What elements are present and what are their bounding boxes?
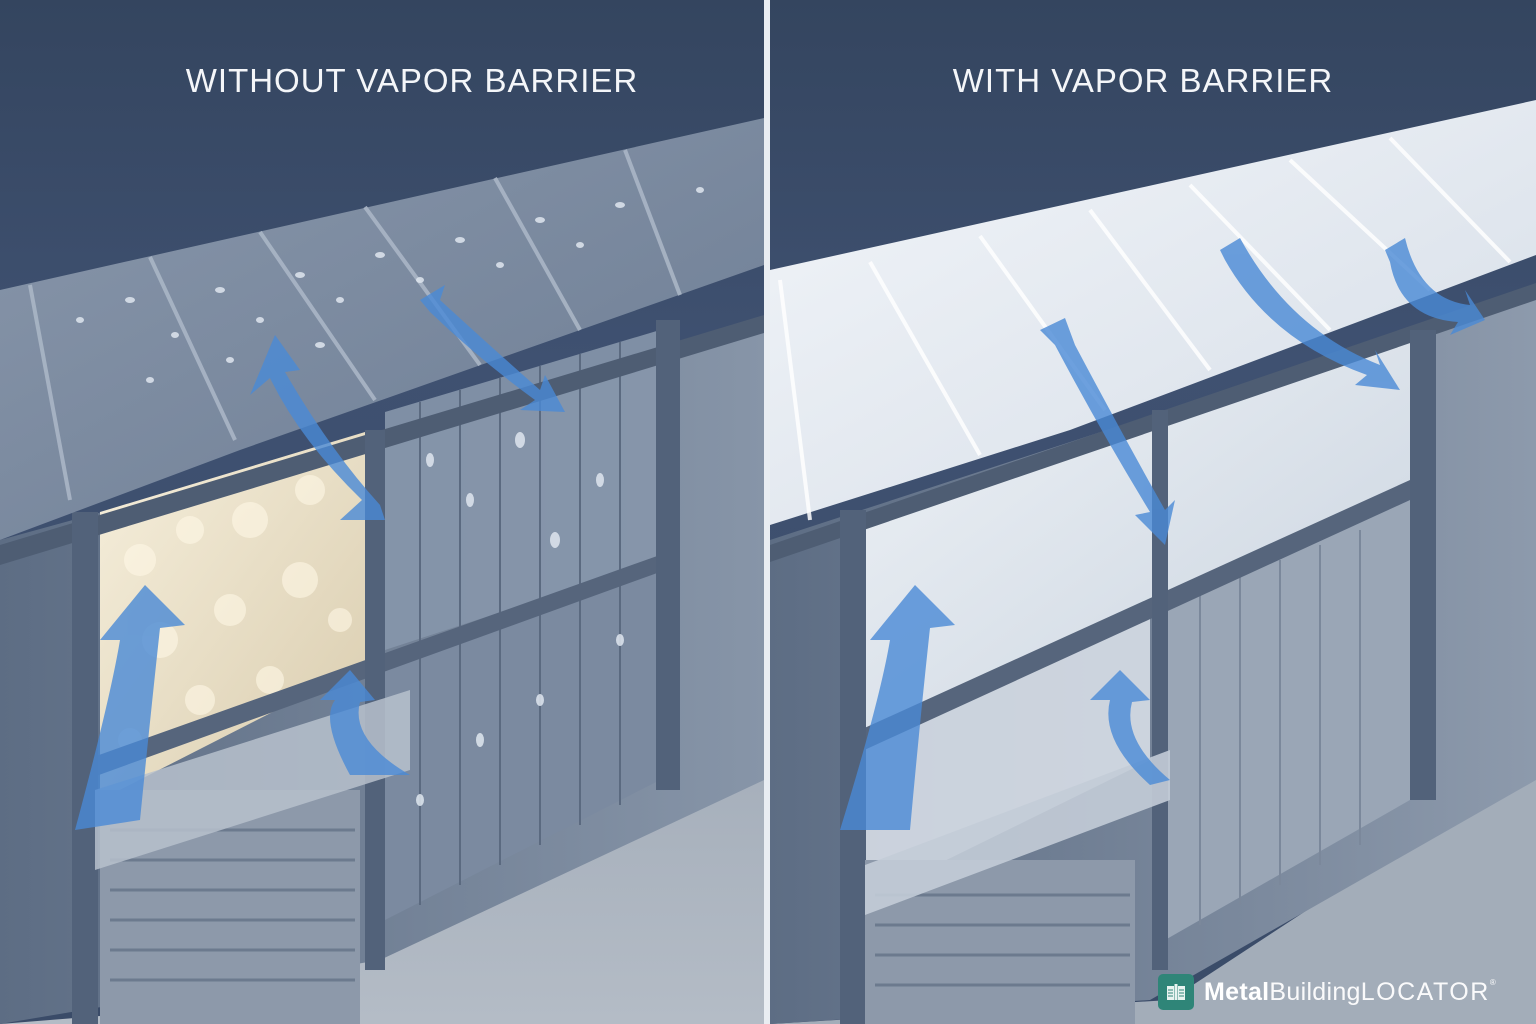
floor [770, 760, 1536, 1024]
floor [0, 620, 764, 1024]
airflow-arrows [75, 285, 565, 830]
brand-name-mid: Building [1269, 977, 1361, 1006]
brand-name: MetalBuildingLOCATOR® [1204, 978, 1496, 1007]
brand-logo: MetalBuildingLOCATOR® [1158, 974, 1496, 1010]
building-cutaway-without-barrier [0, 118, 764, 1024]
registered-mark: ® [1489, 977, 1497, 987]
brand-name-light: LOCATOR [1360, 977, 1490, 1006]
panel-without-vapor-barrier: WITHOUT VAPOR BARRIER [0, 0, 764, 1024]
panel-with-vapor-barrier: WITH VAPOR BARRIER [770, 0, 1536, 1024]
panel-divider [764, 0, 770, 1024]
airflow-arrows [840, 238, 1485, 830]
vapor-barrier [865, 340, 1410, 740]
brand-name-bold: Metal [1204, 977, 1270, 1006]
roof [0, 118, 764, 540]
panel-title: WITH VAPOR BARRIER [952, 62, 1334, 99]
building-icon [1158, 974, 1194, 1010]
panel-title: WITHOUT VAPOR BARRIER [185, 62, 639, 99]
building-cutaway-with-barrier [770, 100, 1536, 1024]
